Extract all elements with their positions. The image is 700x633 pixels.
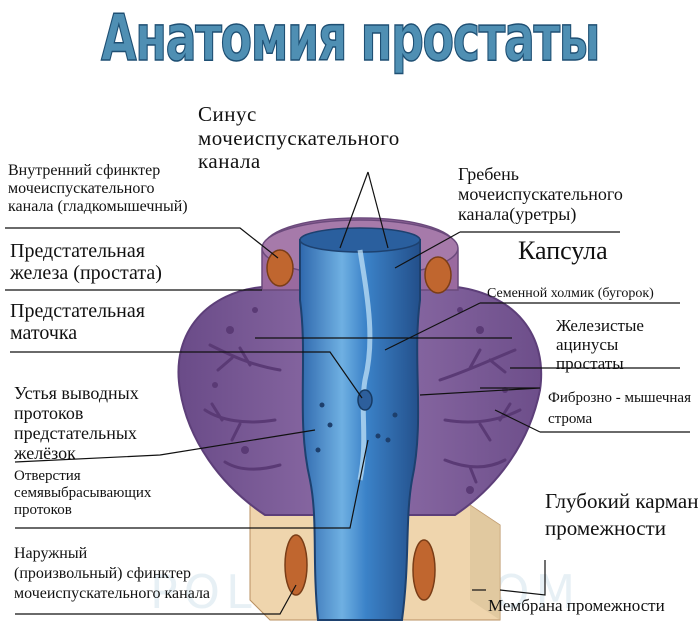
outer-sphincter-right <box>412 539 436 601</box>
label-perineal-membrane: Мембрана промежности <box>488 596 665 615</box>
outer-sphincter-left <box>284 534 308 596</box>
seminal-colliculus <box>357 389 373 411</box>
glandular-acini <box>203 343 522 484</box>
urethral-crest <box>357 249 373 481</box>
urethra <box>299 239 421 621</box>
inner-sphincter-left <box>266 249 294 287</box>
leader-lines <box>5 171 690 615</box>
urethra-opening <box>299 227 421 253</box>
page-title: Анатомия простаты <box>100 1 601 77</box>
duct-openings <box>315 402 398 453</box>
inner-sphincter-right <box>424 256 452 294</box>
perineal-membrane-side <box>470 505 500 620</box>
label-seminal-colliculus: Семенной холмик (бугорок) <box>487 286 654 301</box>
label-capsule: Капсула <box>518 236 608 265</box>
